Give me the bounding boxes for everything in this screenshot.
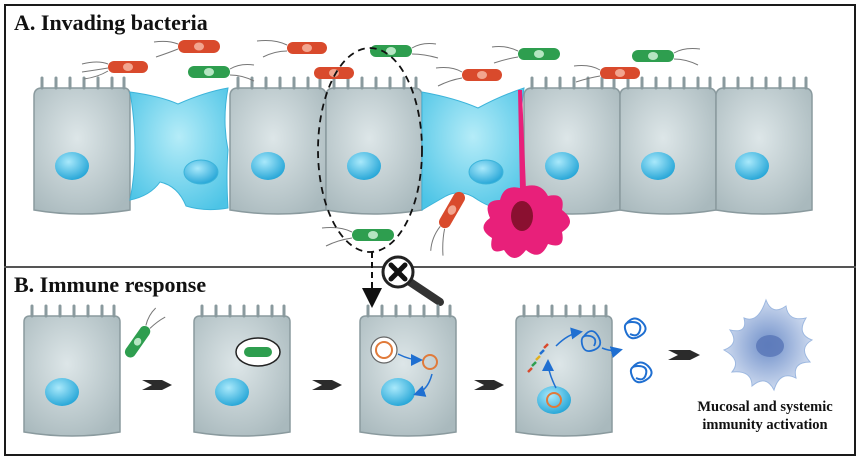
- damaged-cell: [421, 87, 525, 211]
- caption-line-2: immunity activation: [702, 417, 828, 433]
- antigen-protein: [623, 317, 647, 340]
- arrow-icon: [668, 350, 700, 360]
- antigen-protein: [629, 361, 653, 384]
- panel-divider: [4, 266, 856, 268]
- nucleus: [251, 152, 285, 180]
- nucleus: [381, 378, 415, 406]
- epithelial-cell: [325, 87, 423, 215]
- response-step-1: [23, 304, 166, 437]
- nucleus: [468, 159, 504, 185]
- bacterium-red: [81, 61, 148, 80]
- bacterium-green: [188, 64, 255, 82]
- bacterium-red: [153, 40, 220, 58]
- nucleus: [537, 386, 571, 414]
- bacterium-green: [370, 43, 439, 59]
- dendritic-cell: [483, 90, 570, 258]
- nucleus: [545, 152, 579, 180]
- bacterium-green: [491, 46, 560, 64]
- epithelial-cell: [619, 87, 717, 215]
- nucleus: [347, 152, 381, 180]
- bacterium-red: [314, 67, 354, 79]
- immune-cell: [722, 298, 814, 392]
- bacterium-red: [430, 191, 465, 256]
- nucleus: [45, 378, 79, 406]
- epithelial-cell: [715, 87, 813, 215]
- immunity-caption: Mucosal and systemic immunity activation: [680, 398, 850, 434]
- arrow-icon: [142, 380, 172, 390]
- nucleus: [735, 152, 769, 180]
- bacterium-green: [124, 307, 166, 358]
- response-step-4: [515, 304, 623, 437]
- nucleus: [55, 152, 89, 180]
- bacterium-red: [435, 67, 502, 87]
- nucleus: [183, 159, 219, 185]
- panel-a-title: A. Invading bacteria: [14, 10, 208, 35]
- nucleus: [215, 378, 249, 406]
- bacterium-red: [256, 40, 327, 58]
- nucleus: [641, 152, 675, 180]
- epithelial-layer: [33, 76, 813, 215]
- plasmid: [422, 354, 438, 370]
- bacterium-green: [632, 48, 701, 66]
- vesicle: [370, 336, 398, 364]
- caption-line-1: Mucosal and systemic: [697, 399, 833, 415]
- antigen-protein: [580, 330, 602, 353]
- bacterium-red: [573, 65, 640, 83]
- block-x-icon: [388, 262, 408, 282]
- epithelial-cell: [33, 87, 131, 215]
- bacterium-green: [321, 227, 394, 247]
- response-step-2: [193, 304, 291, 437]
- epithelial-cell: [229, 87, 327, 215]
- magnifier-icon: [381, 255, 444, 306]
- microvilli: [40, 76, 808, 90]
- panel-b-title: B. Immune response: [14, 272, 207, 297]
- arrow-icon: [474, 380, 504, 390]
- arrow-icon: [312, 380, 342, 390]
- highlight-ellipse: [317, 47, 423, 253]
- response-step-3: [359, 304, 457, 437]
- damaged-cell: [129, 87, 229, 211]
- mrna-strand: [527, 343, 549, 373]
